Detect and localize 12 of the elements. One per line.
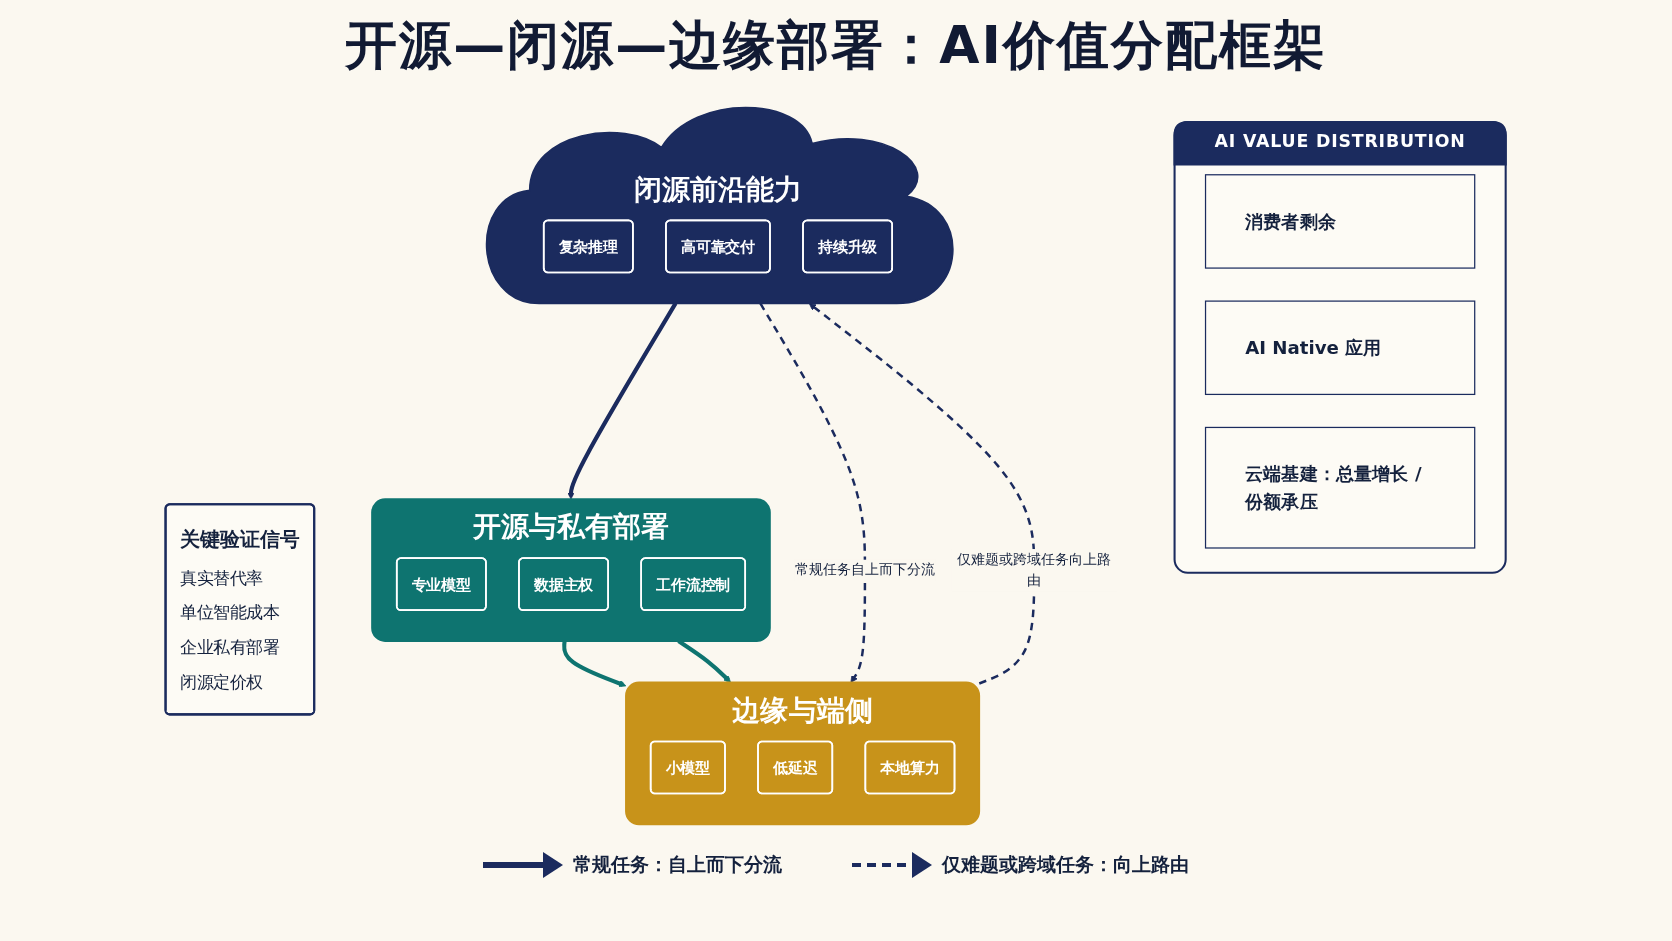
node-box: 消费者剩余 [1205,174,1476,269]
legend-label: 常规任务：自上而下分流 [573,852,782,877]
arrow [562,640,627,687]
arrow [759,302,867,683]
diagram-title: 开源—闭源—边缘部署：AI价值分配框架 [345,14,1327,77]
node-box: 云端基建：总量增长 / 份额承压 [1205,426,1476,549]
edge-label: 仅难题或跨域任务向上路由 [957,550,1112,589]
legend-label: 仅难题或跨域任务：向上路由 [942,852,1189,877]
edge-label: 常规任务自上而下分流 [795,561,936,578]
node-box: AI Native 应用 [1205,300,1476,396]
arrow [567,302,678,500]
arrow [809,303,1036,685]
